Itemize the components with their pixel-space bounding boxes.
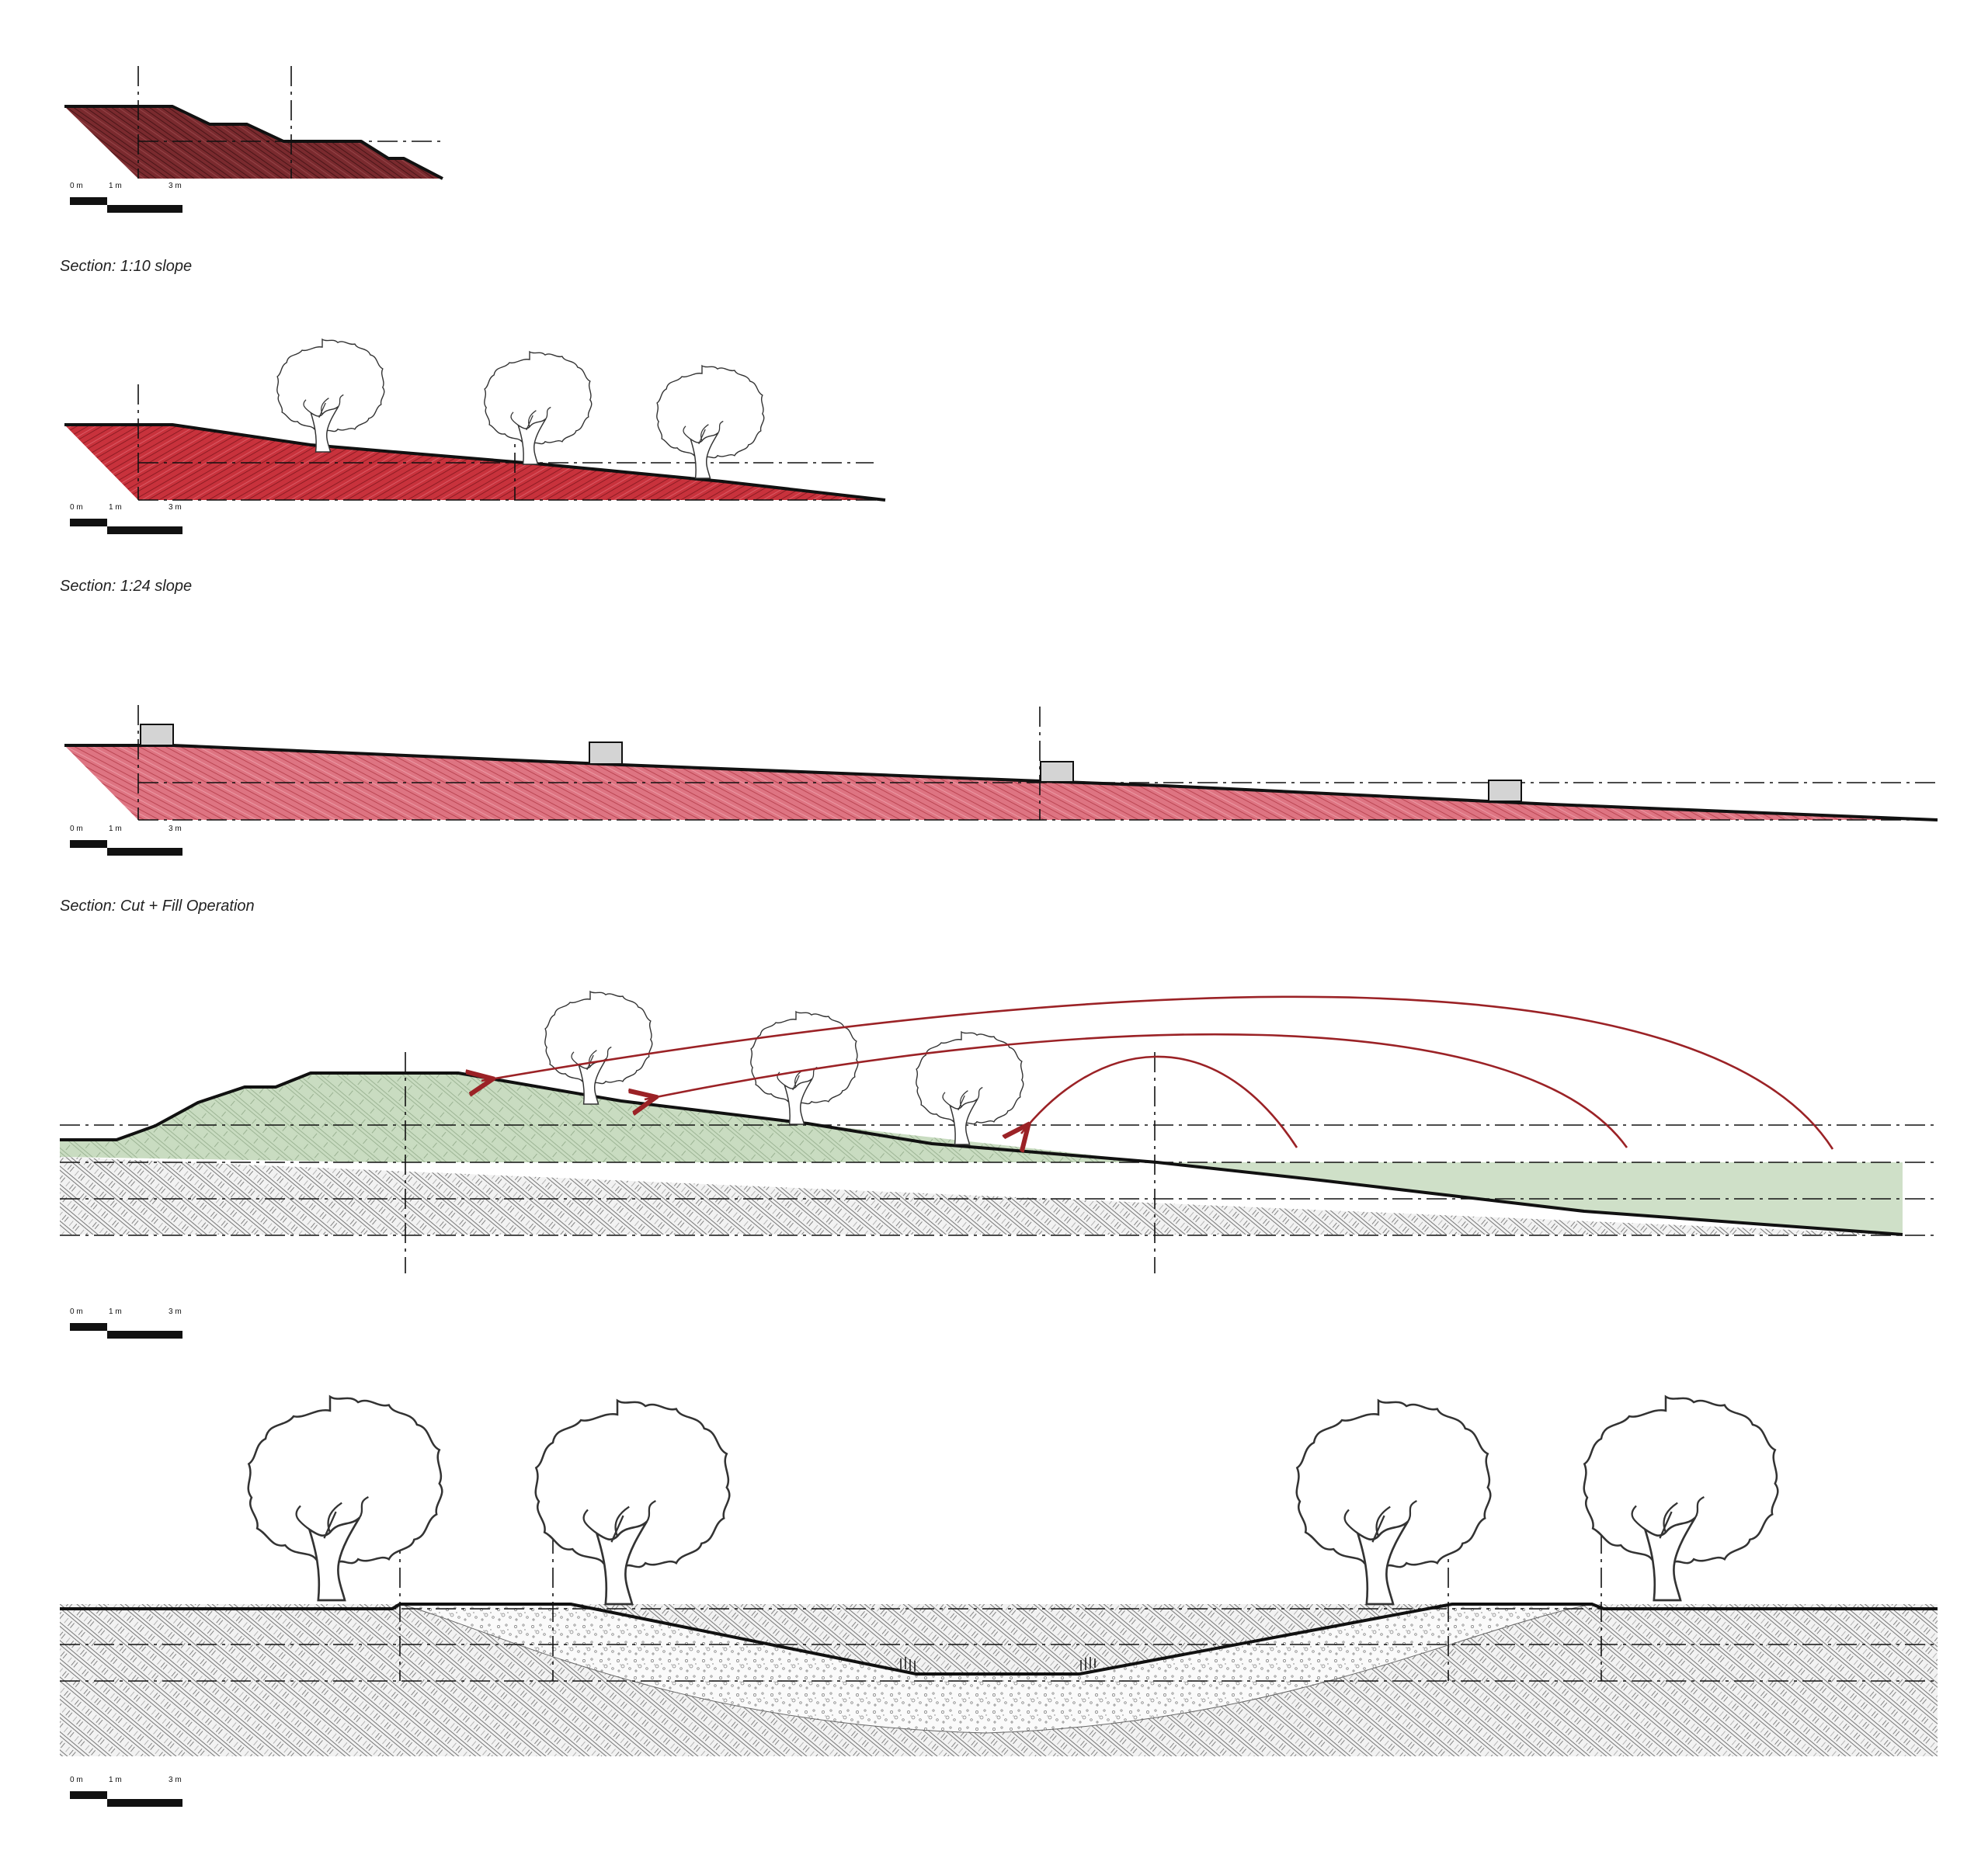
tree-icon: [534, 1399, 731, 1606]
scale-bar: 0 m 1 m 3 m: [70, 825, 182, 856]
section-cut-fill: 0 m 1 m 3 m: [60, 991, 1938, 1339]
scale-label: 0 m: [70, 1308, 83, 1316]
slope-earth: [64, 425, 885, 500]
scale-label: 3 m: [169, 182, 182, 190]
scale-label: 3 m: [169, 503, 182, 512]
scale-label: 1 m: [109, 182, 122, 190]
section-caption: Section: 1:24 slope: [60, 578, 193, 595]
scale-bar: 0 m 1 m 3 m: [70, 503, 182, 534]
bench-block: [1040, 761, 1074, 783]
gravel-bed: [399, 1603, 1593, 1734]
existing-earth: [60, 1157, 1903, 1235]
section-caption: Section: Cut + Fill Operation: [60, 898, 255, 915]
scale-bar: 0 m 1 m 3 m: [70, 182, 182, 213]
tree-icon: [750, 1011, 859, 1125]
scale-bar: 0 m 1 m 3 m: [70, 1308, 182, 1339]
scale-label: 0 m: [70, 1776, 83, 1784]
section-steps: 0 m 1 m 3 m: [64, 66, 443, 213]
transfer-arrow: [481, 995, 1834, 1150]
scale-label: 0 m: [70, 825, 83, 833]
scale-label: 1 m: [109, 1308, 122, 1316]
tree-icon: [484, 351, 593, 465]
slope-ground-line: [64, 423, 886, 502]
scale-label: 3 m: [169, 825, 182, 833]
scale-label: 3 m: [169, 1776, 182, 1784]
fill-earth: [60, 1073, 1157, 1162]
scale-label: 1 m: [109, 503, 122, 512]
tree-icon: [1583, 1395, 1779, 1602]
scale-label: 0 m: [70, 182, 83, 190]
section-swale: 0 m 1 m 3 m: [60, 1395, 1938, 1807]
bench-block: [140, 724, 174, 746]
scale-label: 1 m: [109, 1776, 122, 1784]
bench-block: [1488, 780, 1522, 802]
section-slope-10: 0 m 1 m 3 m: [64, 339, 886, 534]
tree-icon: [276, 339, 385, 453]
transfer-arrow: [645, 1033, 1628, 1148]
tree-icon: [1295, 1399, 1492, 1606]
bench-block: [589, 741, 623, 765]
scale-label: 0 m: [70, 503, 83, 512]
swale-ground-line: [60, 1603, 1938, 1676]
tree-icon: [247, 1395, 443, 1602]
section-slope-24: 0 m 1 m 3 m: [64, 705, 1938, 856]
scale-bar: 0 m 1 m 3 m: [70, 1776, 182, 1807]
section-caption: Section: 1:10 slope: [60, 258, 193, 275]
terraced-earth: [64, 106, 443, 179]
tree-icon: [544, 991, 653, 1105]
cut-fill-ground-line: [60, 1071, 1903, 1236]
grass-tuft-icon: [900, 1657, 1096, 1672]
transfer-arrow: [1021, 1055, 1298, 1148]
scale-label: 1 m: [109, 825, 122, 833]
scale-label: 3 m: [169, 1308, 182, 1316]
tree-icon: [656, 365, 765, 479]
